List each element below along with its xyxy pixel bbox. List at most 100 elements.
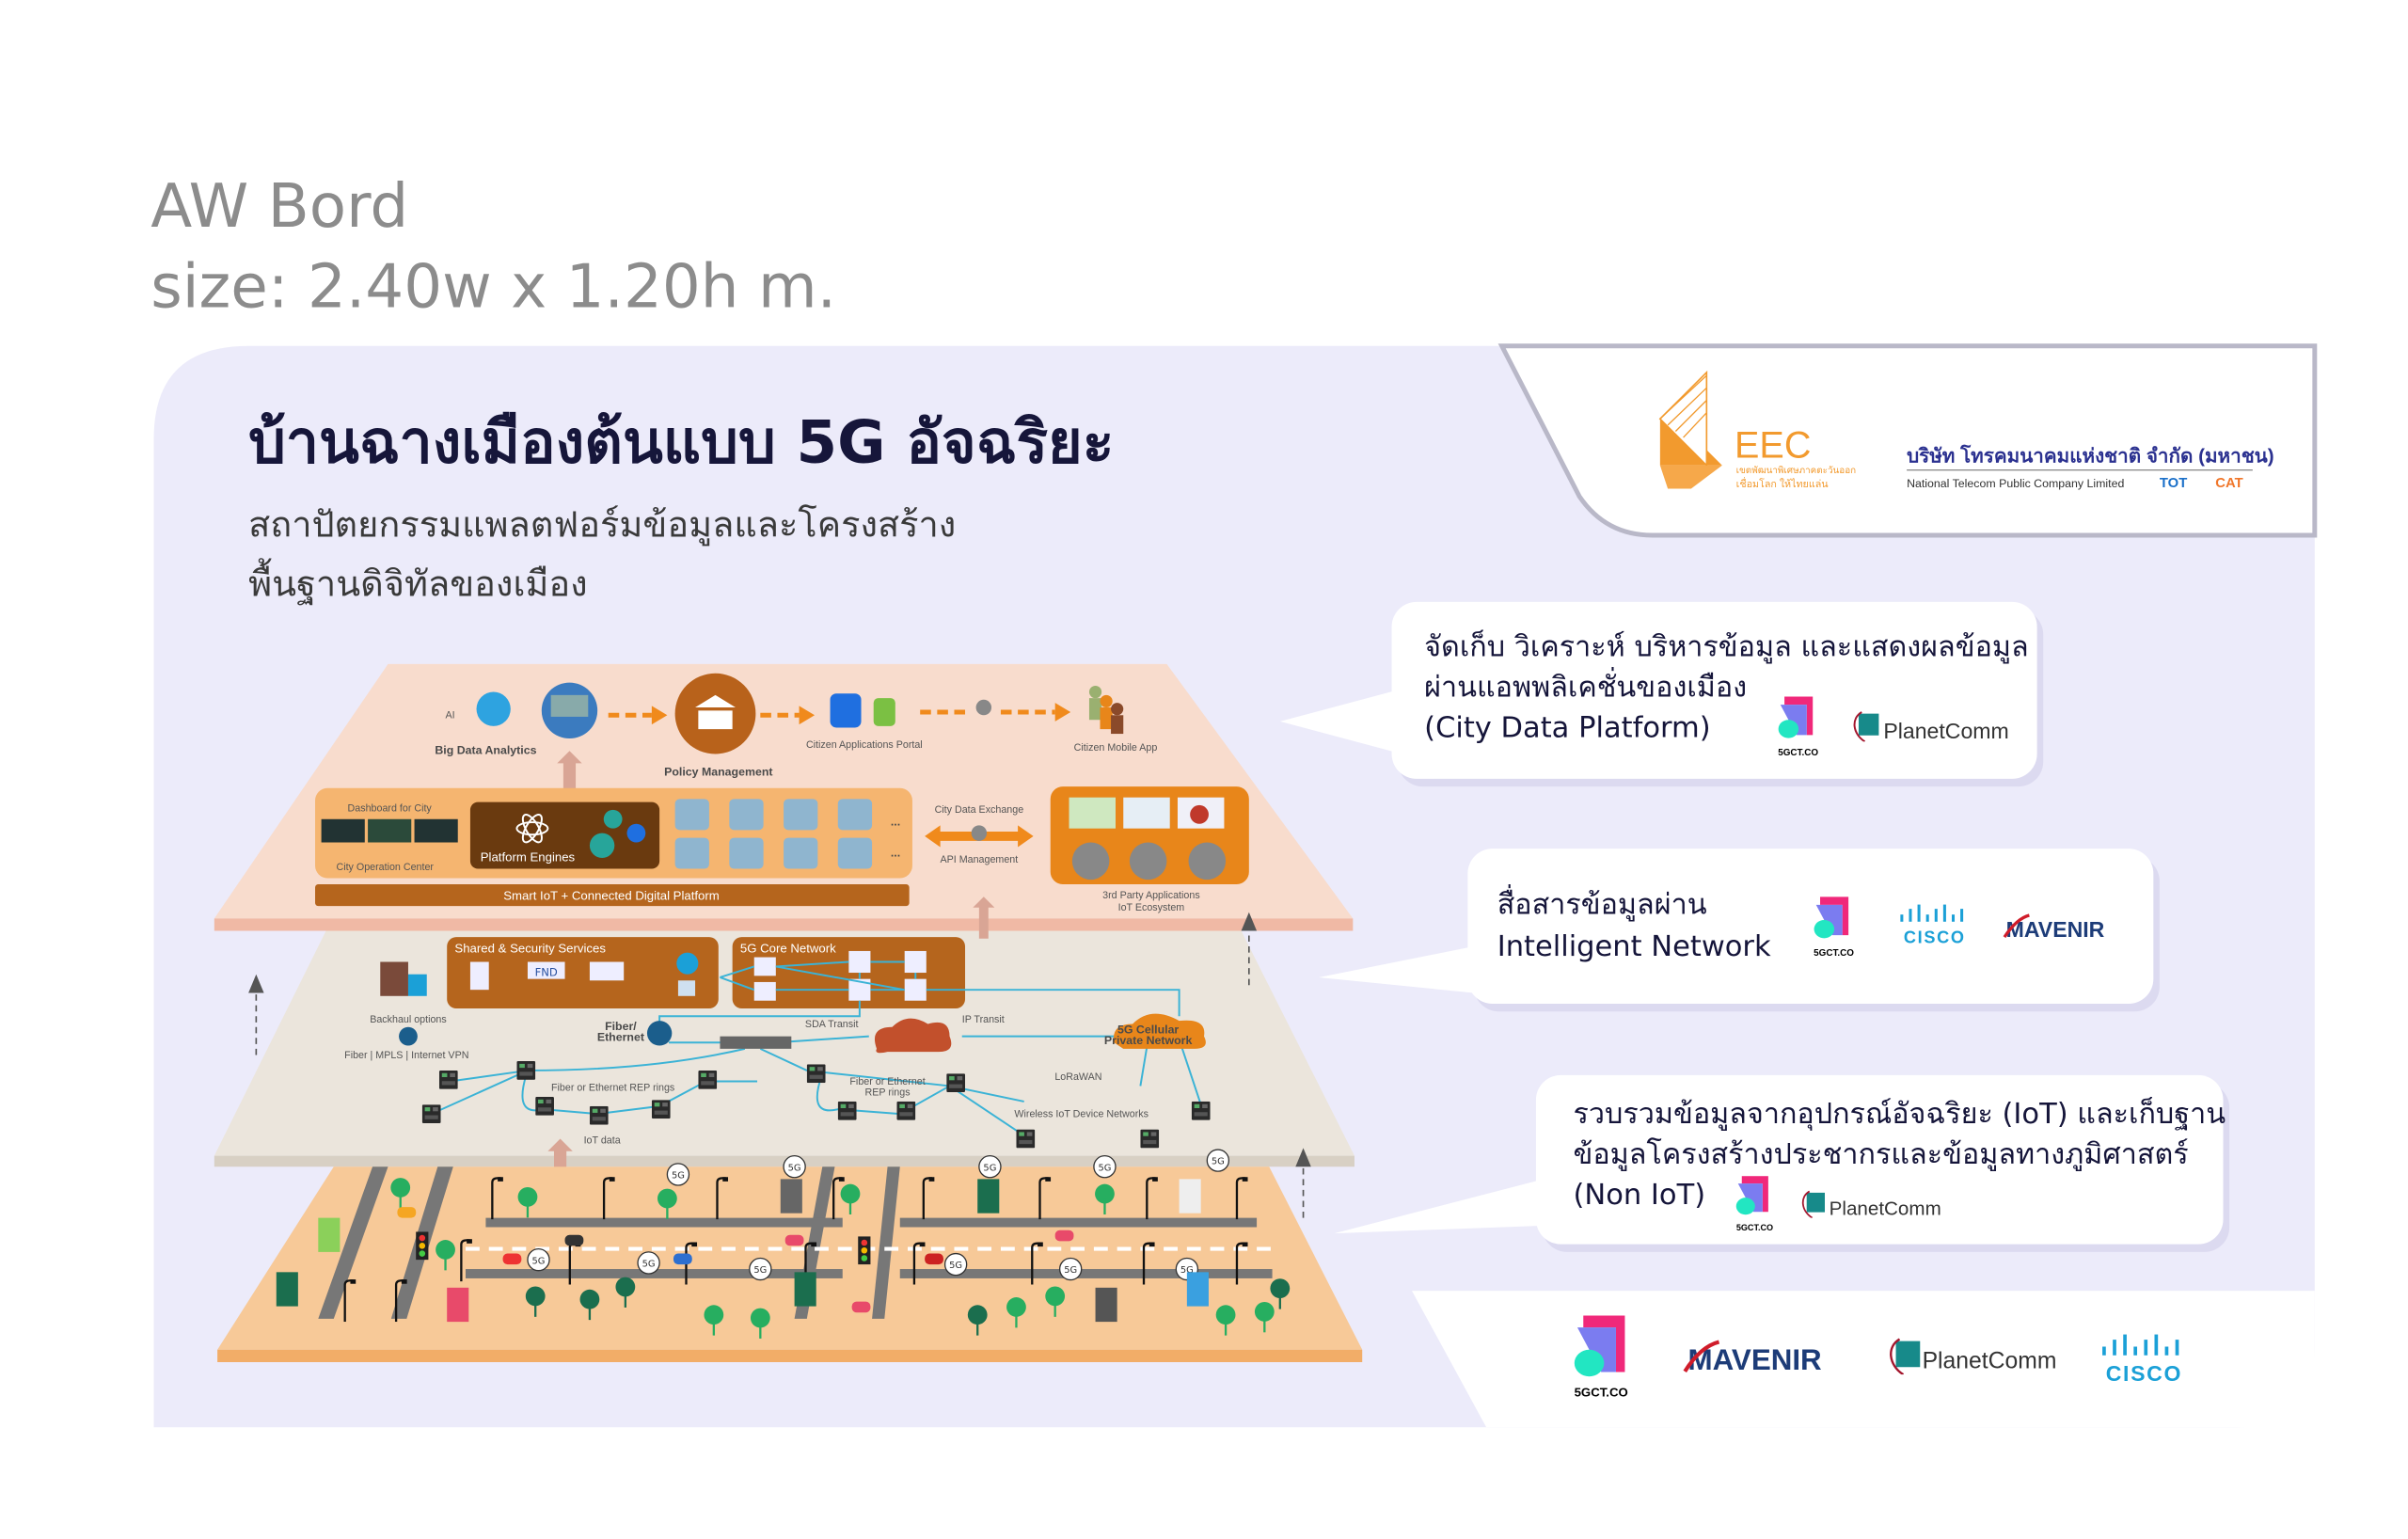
network-device-icon [837, 1101, 857, 1120]
gear-icon [589, 833, 615, 859]
svg-text:เชื่อมโลก ให้ไทยแล่น: เชื่อมโลก ให้ไทยแล่น [1736, 477, 1830, 490]
subtitle-line-2: พื้นฐานดิจิทัลของเมือง [248, 557, 588, 605]
smart-iot-bar [315, 884, 910, 907]
svg-text:PlanetComm: PlanetComm [1923, 1349, 2057, 1374]
car-icon [564, 1234, 584, 1246]
5g-badge-icon [1206, 1149, 1230, 1172]
gear-icon [603, 809, 623, 829]
rep-rings-label-2b: REP rings [865, 1087, 911, 1098]
planetcomm-logo: PlanetComm [1801, 1190, 1941, 1219]
svg-text:PlanetComm: PlanetComm [1883, 719, 2008, 743]
rep-rings-label: Fiber or Ethernet REP rings [551, 1082, 674, 1093]
network-device-icon [806, 1064, 826, 1084]
nt-logo: บริษัท โทรคมนาคมแห่งชาติ จำกัด (มหาชน) N… [1907, 443, 2274, 491]
building-icon [447, 1287, 469, 1323]
callout-3-line-1: รวบรวมข้อมูลจากอุปกรณ์อัจฉริยะ (IoT) และ… [1574, 1096, 2226, 1132]
artwork-name: AW Bord [150, 171, 408, 242]
5g-badge-icon [1093, 1154, 1117, 1179]
5g-badge-icon [943, 1252, 968, 1277]
cisco-logo: CISCO [1900, 904, 1966, 947]
rep-rings-label-2a: Fiber or Ethernet [849, 1076, 925, 1087]
sgct-logo: 5GCT.CO [1735, 1176, 1773, 1232]
5g-badge-icon [783, 1154, 806, 1179]
svg-text:CISCO: CISCO [2106, 1361, 2182, 1386]
5g-badge-label: 5G [1098, 1163, 1111, 1173]
footer-panel [1411, 1291, 2315, 1428]
more-dots: ... [891, 846, 900, 859]
citizens-icon [1088, 685, 1124, 735]
cisco-logo: CISCO [2102, 1334, 2182, 1386]
network-device-icon [421, 1104, 441, 1124]
lorawan-label: LoRaWAN [1054, 1071, 1101, 1083]
third-party-label: 3rd Party Applications [1102, 890, 1200, 901]
car-icon [502, 1253, 522, 1265]
service-tile-icon [674, 837, 709, 869]
data-exchange-label: City Data Exchange [935, 804, 1024, 816]
android-icon [873, 698, 895, 726]
car-icon [784, 1234, 804, 1246]
iot-ecosystem-label: IoT Ecosystem [1118, 902, 1185, 913]
callout-3-line-2: ข้อมูลโครงสร้างประชากรและข้อมูลทางภูมิศา… [1574, 1137, 2189, 1171]
svg-text:TOT: TOT [2160, 476, 2187, 491]
cloud-icon [874, 1018, 952, 1054]
network-device-icon [1016, 1129, 1036, 1149]
building-icon [1186, 1272, 1209, 1307]
network-device-icon [1191, 1101, 1211, 1120]
mavenir-logo: MAVENIR [1683, 1340, 1822, 1376]
platform-layer: AI Big Data Analytics Policy Management … [214, 663, 1354, 931]
network-layer: Backhaul options Fiber | MPLS | Internet… [214, 896, 1354, 1218]
network-device-icon [651, 1100, 671, 1119]
smart-iot-label: Smart IoT + Connected Digital Platform [503, 889, 720, 903]
svg-text:5GCT.CO: 5GCT.CO [1778, 748, 1818, 758]
svg-text:5GCT.CO: 5GCT.CO [1814, 948, 1854, 959]
5g-badge-label: 5G [983, 1163, 996, 1173]
building-icon [1179, 1179, 1201, 1214]
api-management-label: API Management [941, 854, 1019, 865]
artwork-size: size: 2.40w x 1.20h m. [150, 252, 836, 323]
citizen-portal-label: Citizen Applications Portal [806, 739, 923, 751]
shared-security-label: Shared & Security Services [454, 942, 606, 956]
callout-2-line-1: สื่อสารข้อมูลผ่าน [1497, 883, 1707, 921]
svg-text:CISCO: CISCO [1904, 928, 1966, 947]
service-tile-icon [729, 837, 764, 869]
building-icon [380, 961, 408, 996]
5g-badge-label: 5G [753, 1265, 767, 1276]
traffic-light-amber [419, 1243, 426, 1249]
iot-data-label: IoT data [584, 1134, 621, 1146]
private-network-label: Private Network [1104, 1034, 1193, 1047]
building-icon [977, 1179, 1000, 1214]
network-device-icon [535, 1096, 554, 1116]
gear-icon [626, 823, 646, 843]
dashboard-screens [321, 818, 458, 843]
big-data-label: Big Data Analytics [435, 744, 536, 757]
service-tile-icon [784, 837, 818, 869]
lock-icon [971, 825, 988, 841]
planetcomm-logo: PlanetComm [1853, 710, 2009, 743]
shared-security-box [447, 937, 719, 1008]
network-device-icon [896, 1101, 916, 1120]
policy-management-label: Policy Management [664, 766, 772, 779]
backhaul-icon [399, 1026, 418, 1046]
car-icon [925, 1253, 943, 1265]
svg-text:MAVENIR: MAVENIR [1688, 1343, 1822, 1376]
network-device-icon [589, 1105, 609, 1125]
5g-badge-label: 5G [642, 1260, 656, 1270]
dashboard-label: Dashboard for City [348, 803, 433, 815]
ai-label: AI [446, 710, 455, 722]
service-tile-icon [837, 837, 873, 869]
traffic-light-amber [861, 1246, 868, 1254]
callout-1-line-3: (City Data Platform) [1424, 711, 1710, 744]
sgct-logo: 5GCT.CO [1778, 696, 1818, 758]
5g-badge-label: 5G [788, 1163, 801, 1173]
traffic-light-red [861, 1239, 868, 1246]
network-links [431, 960, 1204, 1137]
traffic-light-red [419, 1234, 426, 1242]
platform-engines-label: Platform Engines [481, 849, 576, 864]
car-icon [851, 1301, 871, 1313]
planetcomm-logo: PlanetComm [1890, 1338, 2057, 1375]
5g-badge-label: 5G [532, 1256, 546, 1266]
callout-1-line-1: จัดเก็บ วิเคราะห์ บริหารข้อมูล และแสดงผล… [1424, 629, 2029, 664]
app-store-icon [830, 693, 862, 728]
